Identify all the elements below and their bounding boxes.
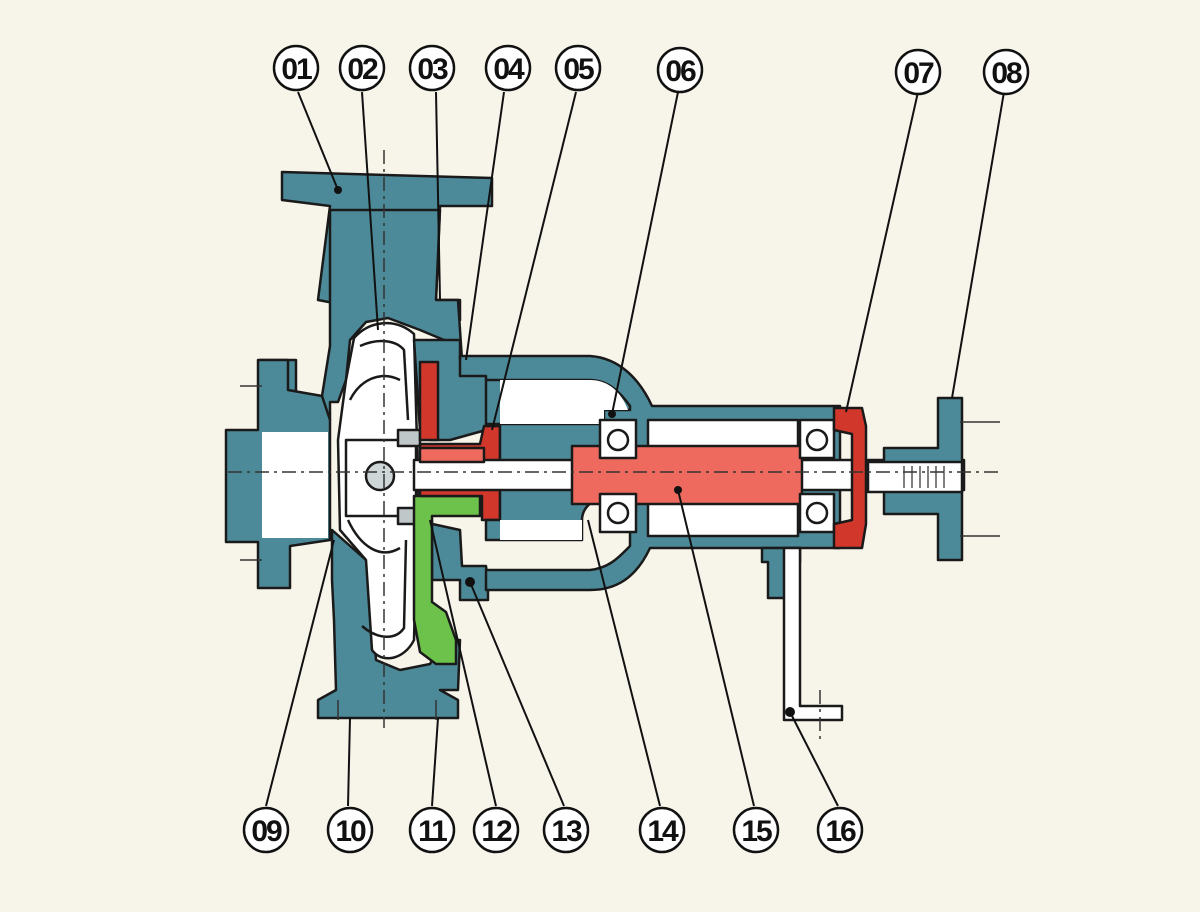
shaft-end [866,460,964,494]
label-16: 16 [816,806,864,854]
svg-text:07: 07 [903,57,934,90]
svg-text:10: 10 [335,815,366,848]
inboard-bearing [598,418,638,534]
bearing-end-cover [832,406,868,550]
svg-text:14: 14 [647,815,679,848]
volute-casing [258,208,464,422]
label-01: 01 [272,44,320,92]
suction-bore [262,432,328,538]
svg-text:08: 08 [991,57,1022,90]
svg-text:11: 11 [418,815,447,848]
label-10: 10 [326,806,374,854]
svg-text:16: 16 [825,815,856,848]
center-lines [228,150,1000,740]
label-09: 09 [242,806,290,854]
shaft-sleeve-inboard [418,446,486,464]
bracket-cavity [486,380,628,540]
label-08: 08 [982,48,1030,96]
part-labels: 01 02 03 04 05 06 07 08 [242,44,1030,854]
svg-text:13: 13 [551,815,582,848]
seal-ring [418,360,440,442]
impeller [346,339,410,638]
outboard-bearing [798,418,836,534]
label-05: 05 [554,44,602,92]
seal-gland [412,494,482,666]
svg-text:03: 03 [417,53,448,86]
label-07: 07 [894,48,942,96]
label-06: 06 [656,46,704,94]
svg-text:05: 05 [563,53,594,86]
label-14: 14 [638,806,686,854]
label-11: 11 [408,806,456,854]
leader-lines [265,91,1005,807]
impeller-nut [364,460,396,492]
svg-text:09: 09 [251,815,282,848]
label-02: 02 [338,44,386,92]
label-15: 15 [732,806,780,854]
svg-text:12: 12 [481,815,512,848]
leader-dots [334,186,795,717]
svg-text:15: 15 [741,815,772,848]
svg-text:06: 06 [665,55,696,88]
label-04: 04 [484,44,532,92]
label-13: 13 [542,806,590,854]
svg-text:01: 01 [281,53,312,86]
shaft-thread [903,466,945,488]
svg-text:02: 02 [347,53,378,86]
label-12: 12 [472,806,520,854]
bolt-lines [240,385,1000,720]
svg-text:04: 04 [493,53,525,86]
support-leg [782,546,844,722]
label-03: 03 [408,44,456,92]
pump-drawing [224,170,966,722]
impeller-key [396,428,422,448]
